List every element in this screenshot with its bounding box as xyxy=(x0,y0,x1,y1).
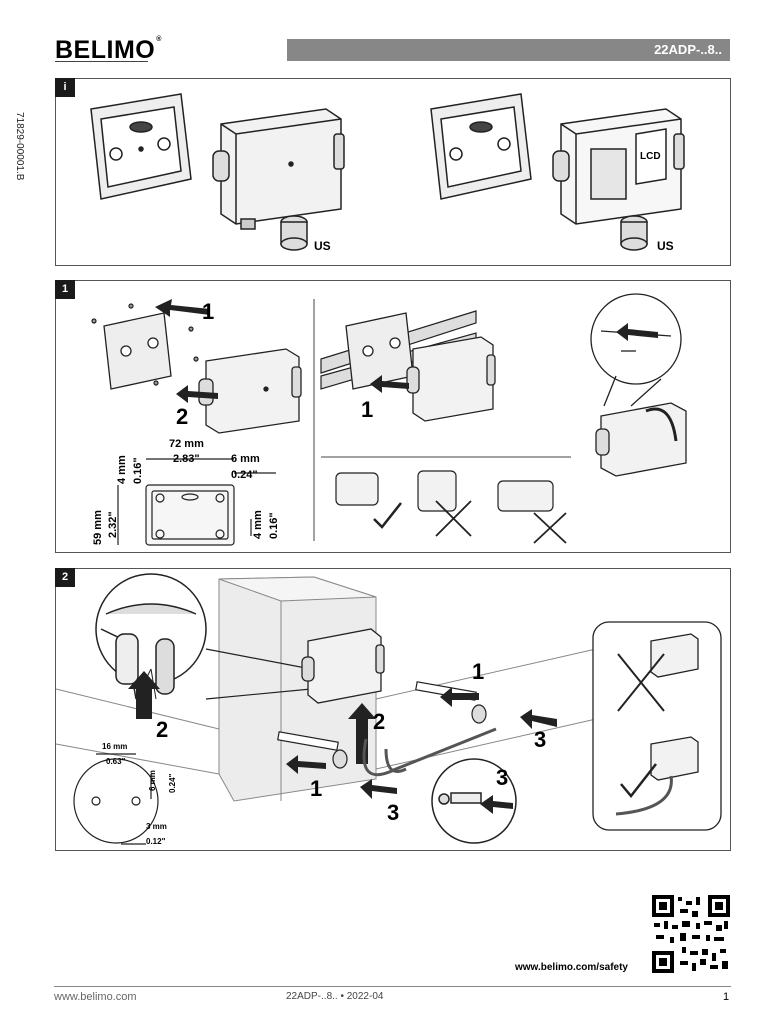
dim-b-mm: 6 mm xyxy=(148,770,157,791)
arrow-icon xyxy=(370,375,409,393)
dimension-drawing xyxy=(117,458,276,546)
dim-width-in: 2.83" xyxy=(173,453,200,465)
step-number: 2 xyxy=(373,709,386,734)
panel-step-1: 1 xyxy=(55,280,731,553)
panel-step-2: 2 xyxy=(55,568,731,851)
dim-height-mm: 59 mm xyxy=(92,510,104,545)
probe-detail-magnifier-icon xyxy=(95,573,207,700)
dim-top-in: 0.16" xyxy=(132,457,144,484)
tube-routing-example-box xyxy=(592,621,722,831)
logo-underline xyxy=(55,61,148,62)
arrow-icon xyxy=(360,779,397,799)
product-overview-illustration: US LCD US xyxy=(90,93,685,253)
safety-link[interactable]: www.belimo.com/safety xyxy=(515,962,628,973)
arrow-icon xyxy=(616,323,658,341)
dim-c-in: 0.12" xyxy=(146,837,166,846)
housing-icon xyxy=(198,348,302,434)
brand-logo: BELIMO® xyxy=(55,36,162,65)
dim-a-mm: 16 mm xyxy=(102,742,128,751)
step-number: 1 xyxy=(361,397,374,422)
cable-gland-icon xyxy=(280,215,308,251)
flange-dimension-drawing xyxy=(73,753,159,845)
cable-gland-icon xyxy=(620,215,648,251)
screw-icon xyxy=(91,303,199,386)
brand-name: BELIMO xyxy=(55,36,156,64)
panel-step-1-badge: 1 xyxy=(55,280,75,299)
step-number: 3 xyxy=(387,800,400,825)
fitting-detail-magnifier-icon xyxy=(431,758,517,844)
dim-right-in: 0.24" xyxy=(231,469,258,481)
mounting-illustration xyxy=(91,293,687,546)
arrow-icon xyxy=(480,795,513,814)
qr-code-icon[interactable] xyxy=(652,895,730,973)
arrow-icon xyxy=(155,299,210,317)
dim-right-mm: 6 mm xyxy=(231,453,260,465)
dim-height-in: 2.32" xyxy=(107,511,119,538)
orientation-wrong-icon xyxy=(417,470,472,537)
step-number: 2 xyxy=(156,717,169,742)
arrow-icon xyxy=(128,671,160,719)
step-number: 1 xyxy=(472,659,485,684)
tube-icon xyxy=(362,727,497,777)
brand-registered-mark: ® xyxy=(156,36,162,43)
arrow-icon xyxy=(286,755,326,774)
footer-divider xyxy=(54,986,731,987)
arrow-icon xyxy=(440,687,479,707)
housing-open-lcd-icon xyxy=(552,108,685,225)
step-number: 1 xyxy=(202,299,215,324)
orientation-wrong-icon xyxy=(497,480,567,544)
orientation-correct-icon xyxy=(335,472,402,529)
housing-icon xyxy=(406,336,496,422)
arrow-icon xyxy=(176,385,218,403)
dim-a-in: 0.63" xyxy=(106,757,126,766)
step-number: 2 xyxy=(176,404,189,429)
panel-info-badge: i xyxy=(55,78,75,97)
dim-bottom-in: 0.16" xyxy=(268,512,280,539)
base-plate-icon xyxy=(430,93,532,200)
us-label-left: US xyxy=(314,239,331,253)
step-number: 3 xyxy=(534,727,547,752)
dim-bottom-mm: 4 mm xyxy=(252,510,264,539)
document-title-bar: 22ADP-..8.. xyxy=(287,39,730,61)
housing-icon xyxy=(301,628,385,704)
dim-c-mm: 3 mm xyxy=(146,822,167,831)
document-code: 71829-00001.B xyxy=(14,112,25,181)
panel-step-2-badge: 2 xyxy=(55,568,75,587)
base-plate-icon xyxy=(90,93,192,200)
dim-top-mm: 4 mm xyxy=(116,455,128,484)
arrow-icon xyxy=(520,709,557,729)
dim-width-mm: 72 mm xyxy=(169,438,204,450)
arrow-icon xyxy=(348,703,376,764)
housing-snap-icon xyxy=(595,402,687,477)
step-number: 1 xyxy=(310,776,323,801)
base-plate-icon xyxy=(103,312,172,390)
lcd-label: LCD xyxy=(640,151,661,162)
us-label-right: US xyxy=(657,239,674,253)
footer-document-info: 22ADP-..8.. • 2022-04 xyxy=(286,991,384,1002)
page-number: 1 xyxy=(723,991,730,1003)
document-title: 22ADP-..8.. xyxy=(654,42,722,57)
footer-website-link[interactable]: www.belimo.com xyxy=(54,991,137,1003)
panel-info: i US xyxy=(55,78,731,266)
detail-magnifier-icon xyxy=(590,293,682,407)
duct-installation-illustration xyxy=(55,573,722,845)
dim-b-in: 0.24" xyxy=(168,773,177,793)
step-number: 3 xyxy=(496,765,509,790)
housing-closed-icon xyxy=(212,108,345,230)
